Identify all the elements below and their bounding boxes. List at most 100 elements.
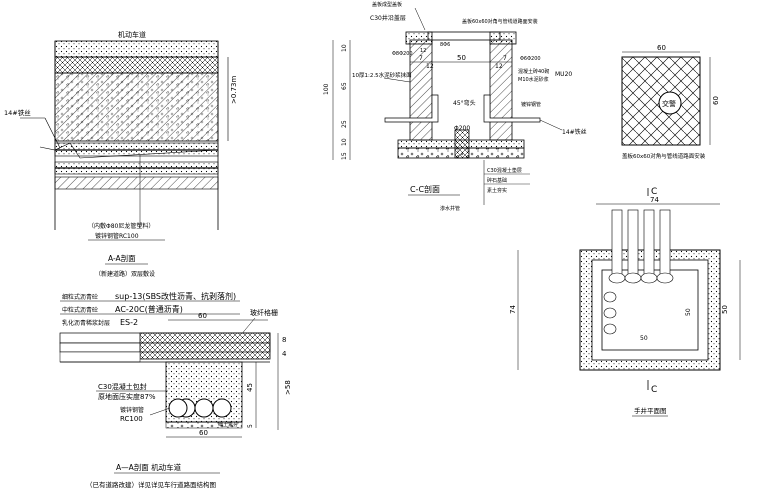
aa-compaction-label: 原地面压实度87% — [98, 392, 156, 401]
cc-cover-note: 盖板60x60对角与管线道路面安装 — [462, 18, 538, 25]
aa-layer2-spec: AC-20C(普通沥青) — [115, 304, 183, 314]
aa-c30-label: C30混凝土包封 — [98, 382, 147, 391]
cc-seepage: 渗水井管 — [440, 205, 460, 212]
cc-mortar-leader — [383, 77, 411, 83]
aa-dim-45: 45 — [246, 383, 254, 392]
aa-bottom-base — [59, 351, 141, 363]
plan-dim-top-label: 74 — [650, 196, 659, 204]
aa-pipe-spec: 镀锌钢管RC100 — [95, 232, 139, 240]
plan-conduit-4 — [659, 209, 671, 277]
plan-cut-top: C — [651, 187, 657, 197]
plan-dim-left-label: 74 — [509, 305, 517, 314]
cc-wire-leader — [539, 119, 563, 131]
plan-title: 手井平面图 — [634, 406, 667, 415]
aa-caption-2: （已有道路改建）详见详见车行道路面结构图 — [86, 480, 216, 489]
cc-left-pipe — [384, 94, 439, 123]
aa-subtitle: （新建道路）双层敷设 — [95, 270, 155, 278]
cc-d7b: 7 — [503, 55, 507, 62]
cc-title: C-C剖面 — [410, 184, 440, 194]
aa-pipe-spec-bottom: RC100 — [120, 415, 143, 423]
plan-dim-inner-bottom: 50 — [640, 335, 648, 342]
aa-road-label: 机动车道 — [118, 30, 146, 39]
aa-pipe-note: （内敷Φ80尼龙管塑料） — [88, 222, 154, 230]
cc-top-leader — [414, 7, 426, 31]
cc-rebar-1: Φ8Φ200 — [392, 51, 413, 57]
cc-pipe: 镀锌钢管 — [521, 101, 541, 108]
plan-dim-right-label: 50 — [721, 305, 729, 314]
cover-badge: 交警 — [662, 99, 676, 108]
aa-pipe-leader-bottom — [149, 407, 171, 416]
cc-brick-1: 混凝土砖40砌 — [518, 68, 549, 75]
aa-bottom-pipe-4 — [168, 398, 188, 418]
aa-top-layer-gravel — [55, 73, 218, 141]
aa-bottom-sand — [165, 421, 243, 429]
cc-drain — [454, 129, 470, 159]
aa-pipe-label: 镀锌钢管 — [120, 406, 144, 414]
aa-bottom-section: 细粒式沥青砼 sup-13(SBS改性沥青、抗剥落剂) 中粒式沥青砼 AC-20… — [59, 291, 292, 489]
aa-fiber-label: 玻纤格栅 — [250, 308, 278, 317]
aa-caption-1: A—A剖面 机动车道 — [116, 462, 182, 472]
cc-left-10b: 10 — [341, 138, 348, 146]
aa-top-section: 机动车道 >0.73m 14#铁丝 （内敷Φ80尼龙管塑料） 镀锌钢管RC100… — [4, 30, 238, 278]
cc-d12a: 12 — [426, 63, 434, 70]
cc-left-15: 15 — [341, 152, 348, 160]
cc-section: 盖板成型盖板 C30井沿盖层 盖板60x60对角与管线道路面安装 Φ200 45… — [323, 1, 587, 212]
aa-bottom-pipe-2 — [194, 398, 214, 418]
plan-bend-3 — [640, 272, 658, 284]
aa-section-title: A-A剖面 — [108, 253, 136, 263]
aa-top-layer-asphalt — [54, 40, 219, 58]
aa-layer1-name: 细粒式沥青砼 — [62, 293, 98, 301]
cc-d7a: 7 — [419, 55, 423, 62]
plan-side-3 — [603, 323, 617, 335]
cc-left-10a: 10 — [341, 44, 348, 52]
aa-top-layer-mesh — [54, 56, 219, 74]
cc-mortar: 10厚1:2.5水泥砂浆抹面 — [352, 71, 412, 79]
aa-dim-60-bottom: 60 — [199, 429, 208, 437]
cover-dim-right-label: 60 — [712, 96, 720, 105]
cc-d50: 50 — [457, 54, 466, 62]
cc-steel-wire: 14#铁丝 — [562, 128, 587, 136]
aa-layer2-name: 中粒式沥青砼 — [62, 306, 98, 314]
cc-right-wall — [489, 39, 513, 141]
plan-conduit-3 — [643, 209, 655, 277]
plan-cut-bottom: C — [651, 385, 657, 395]
plan-bend-2 — [624, 272, 642, 284]
plan-bend-1 — [608, 272, 626, 284]
aa-bottom-trench-cap — [139, 332, 271, 360]
aa-bottom-pipe-3 — [212, 398, 232, 418]
cover-caption: 盖板60x60对角与管线道路面安装 — [622, 152, 706, 160]
cc-cover-slab — [427, 31, 501, 41]
cc-top-note: 盖板成型盖板 — [372, 1, 402, 8]
aa-top-break-line — [39, 142, 219, 159]
cc-drain-label: Φ200 — [454, 125, 470, 132]
aa-top-bottom-layer — [54, 176, 219, 190]
cc-base-3: 素土夯实 — [487, 187, 507, 194]
aa-dim-5: 5 — [247, 424, 254, 428]
cc-c30-cap: C30井沿盖层 — [370, 14, 406, 22]
aa-wire-leader-2 — [44, 117, 61, 149]
cover-dim-top-label: 60 — [657, 44, 666, 52]
cc-right-pipe — [483, 94, 541, 123]
cc-d12b: 12 — [495, 63, 503, 70]
plan-side-1 — [603, 291, 617, 303]
aa-dim-4: 4 — [282, 350, 287, 358]
cc-base-1: C30混凝土垫层 — [487, 167, 522, 174]
cc-small-a: 8Φ6 — [440, 42, 450, 48]
cc-left-cap — [405, 31, 433, 45]
plan-conduit-2 — [627, 209, 639, 277]
plan-conduit-1 — [611, 209, 623, 277]
cc-small-b: 12 — [420, 48, 426, 54]
aa-sand-label: 细土素夯 — [218, 421, 238, 428]
aa-layer3-name: 乳化沥青稀浆封层 — [62, 319, 110, 327]
aa-dim-58: >58 — [284, 380, 292, 395]
plan-dim-inner-right: 50 — [685, 308, 692, 316]
plan-pit — [601, 269, 699, 351]
cc-brick-2: M10水泥砂浆 — [518, 76, 549, 83]
cc-brick-3: MU20 — [555, 71, 572, 78]
aa-layer1-spec: sup-13(SBS改性沥青、抗剥落剂) — [115, 291, 236, 301]
aa-dim-60-top: 60 — [198, 312, 207, 320]
cover-badge-circle — [658, 91, 682, 115]
cc-base-2: 碎石基础 — [487, 177, 507, 184]
cc-right-cap — [489, 31, 517, 45]
